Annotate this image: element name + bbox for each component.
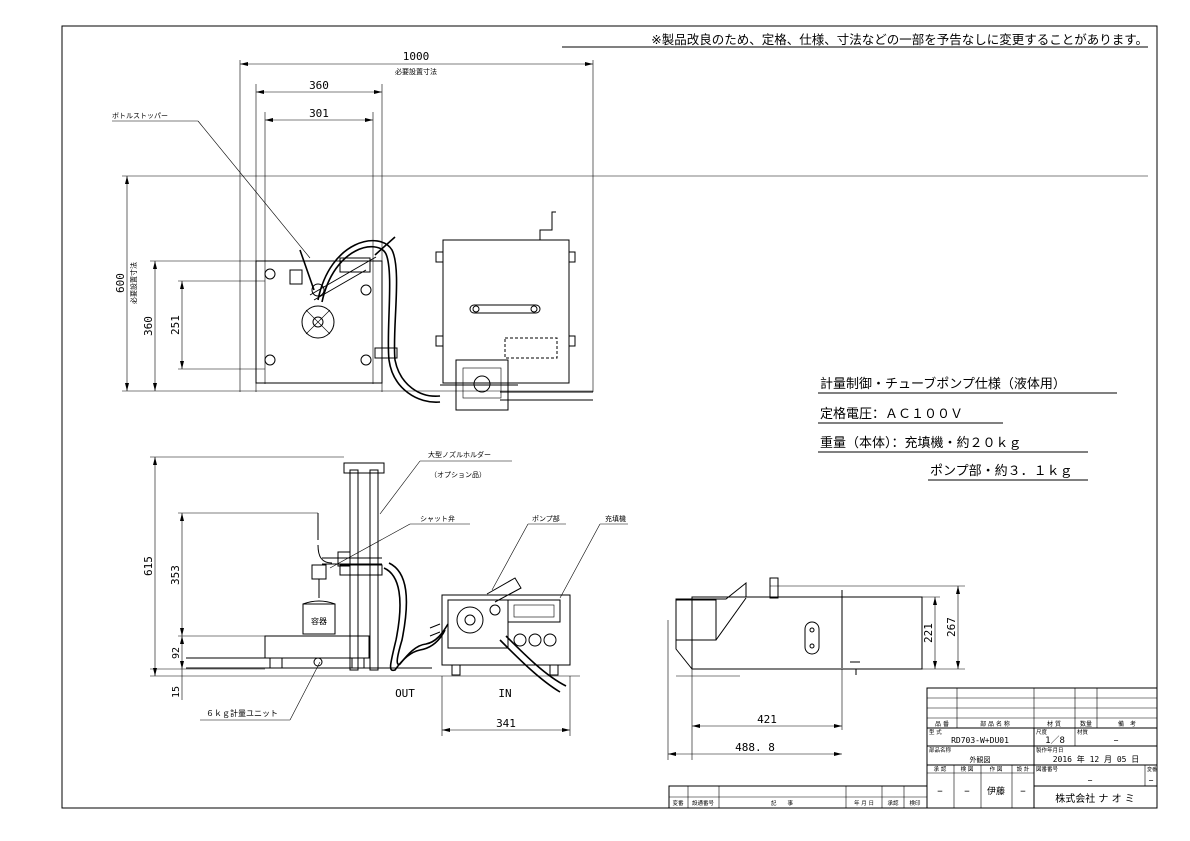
spec-line-1: 計量制御・チューブポンプ仕様（液体用） bbox=[820, 376, 1066, 392]
tb-design: − bbox=[1020, 787, 1026, 797]
tb-h-qty: 数量 bbox=[1080, 720, 1092, 728]
tb-h-remarks: 備 考 bbox=[1118, 720, 1136, 728]
dim-600-note: 必要設置寸法 bbox=[129, 262, 138, 304]
tb-rev-note: 記 事 bbox=[771, 799, 794, 807]
tb-h-drawing-no: 図番番号 bbox=[1036, 766, 1059, 773]
tb-h-model: 型 式 bbox=[929, 728, 942, 736]
dim-615: 615 bbox=[142, 556, 155, 576]
dim-15: 15 bbox=[171, 686, 182, 698]
tb-rev-approve: 承認 bbox=[887, 799, 899, 807]
dim-341: 341 bbox=[496, 717, 516, 730]
top-view: 1000 必要設置寸法 360 301 600 必要設置寸法 360 251 bbox=[112, 50, 1148, 411]
dim-1000-note: 必要設置寸法 bbox=[395, 67, 437, 76]
spec-line-2: 定格電圧：ＡＣ１００Ｖ bbox=[820, 406, 963, 422]
tb-rev-date: 年 月 日 bbox=[854, 799, 874, 807]
title-block: 品 番 部 品 名 称 材 質 数量 備 考 型 式 RD703-W+DU01 … bbox=[668, 687, 1158, 809]
sheet-border bbox=[61, 25, 1158, 809]
dim-421: 421 bbox=[757, 713, 777, 726]
tb-h-approve: 承 認 bbox=[934, 765, 947, 773]
tb-h-scale: 尺度 bbox=[1036, 728, 1048, 736]
dim-353: 353 bbox=[169, 565, 182, 585]
tb-rev-design-no: 設通番号 bbox=[692, 799, 715, 807]
tb-h-part-name: 部 品 名 称 bbox=[980, 720, 1010, 728]
dim-1000: 1000 bbox=[403, 50, 430, 63]
tb-h-material2: 材質 bbox=[1077, 728, 1089, 736]
label-shut-valve: シャット弁 bbox=[420, 514, 455, 523]
tb-material: − bbox=[1114, 736, 1119, 745]
tb-product-name: 外観図 bbox=[970, 755, 991, 764]
dim-360v: 360 bbox=[142, 316, 155, 336]
tb-scale: 1／8 bbox=[1045, 735, 1065, 746]
tb-model: RD703-W+DU01 bbox=[951, 736, 1009, 745]
dim-221: 221 bbox=[922, 623, 935, 643]
dim-360: 360 bbox=[309, 79, 329, 92]
tb-drawn: 伊藤 bbox=[987, 785, 1005, 797]
label-out: OUT bbox=[395, 687, 415, 700]
tb-h-revision: 変番 bbox=[1147, 766, 1157, 773]
tb-h-product-name: 部品名称 bbox=[929, 746, 952, 754]
spec-block: 計量制御・チューブポンプ仕様（液体用） 定格電圧：ＡＣ１００Ｖ 重量（本体）：充… bbox=[818, 376, 1117, 481]
label-option: （オプション品） bbox=[430, 471, 486, 479]
tb-h-item-no: 品 番 bbox=[935, 721, 949, 728]
side-view: 421 488. 8 221 267 bbox=[667, 577, 965, 760]
notice-text: ※製品改良のため、定格、仕様、寸法などの一部を予告なしに変更することがあります。 bbox=[651, 32, 1148, 47]
tb-h-check: 検 図 bbox=[961, 765, 974, 773]
dim-92: 92 bbox=[171, 647, 182, 659]
tb-h-date: 製作年月日 bbox=[1036, 746, 1064, 754]
dim-251: 251 bbox=[169, 315, 182, 335]
dim-267: 267 bbox=[945, 617, 958, 637]
label-bottle-stopper: ボトルストッパー bbox=[112, 112, 168, 120]
label-nozzle-holder: 大型ノズルホルダー bbox=[428, 450, 491, 459]
tb-revision: − bbox=[1149, 776, 1154, 785]
label-pump: ポンプ部 bbox=[532, 514, 560, 523]
dim-600: 600 bbox=[114, 273, 127, 293]
tb-date: 2016 年 12 月 05 日 bbox=[1053, 754, 1140, 764]
tb-drawing-no: − bbox=[1088, 776, 1093, 785]
dim-301: 301 bbox=[309, 107, 329, 120]
label-scale-unit: ６ｋｇ計量ユニット bbox=[206, 708, 278, 718]
front-view: 615 353 92 15 容器 bbox=[142, 450, 628, 736]
label-container: 容器 bbox=[311, 616, 327, 626]
tb-check: − bbox=[964, 787, 970, 797]
tb-h-design: 設 計 bbox=[1017, 765, 1030, 773]
label-in: IN bbox=[498, 687, 511, 700]
tb-rev-change: 変番 bbox=[672, 799, 684, 807]
tb-approve: − bbox=[937, 787, 943, 797]
spec-line-4: ポンプ部・約３．１ｋｇ bbox=[930, 464, 1073, 479]
tb-rev-check: 検印 bbox=[909, 799, 921, 807]
tb-h-material: 材 質 bbox=[1047, 720, 1061, 728]
spec-line-3: 重量（本体）：充填機・約２０ｋｇ bbox=[820, 435, 1022, 451]
tb-company: 株式会社 ナ オ ミ bbox=[1055, 792, 1135, 805]
label-filler: 充填機 bbox=[605, 514, 626, 523]
dim-4888: 488. 8 bbox=[735, 741, 775, 754]
tb-h-drawn: 作 図 bbox=[990, 765, 1003, 773]
